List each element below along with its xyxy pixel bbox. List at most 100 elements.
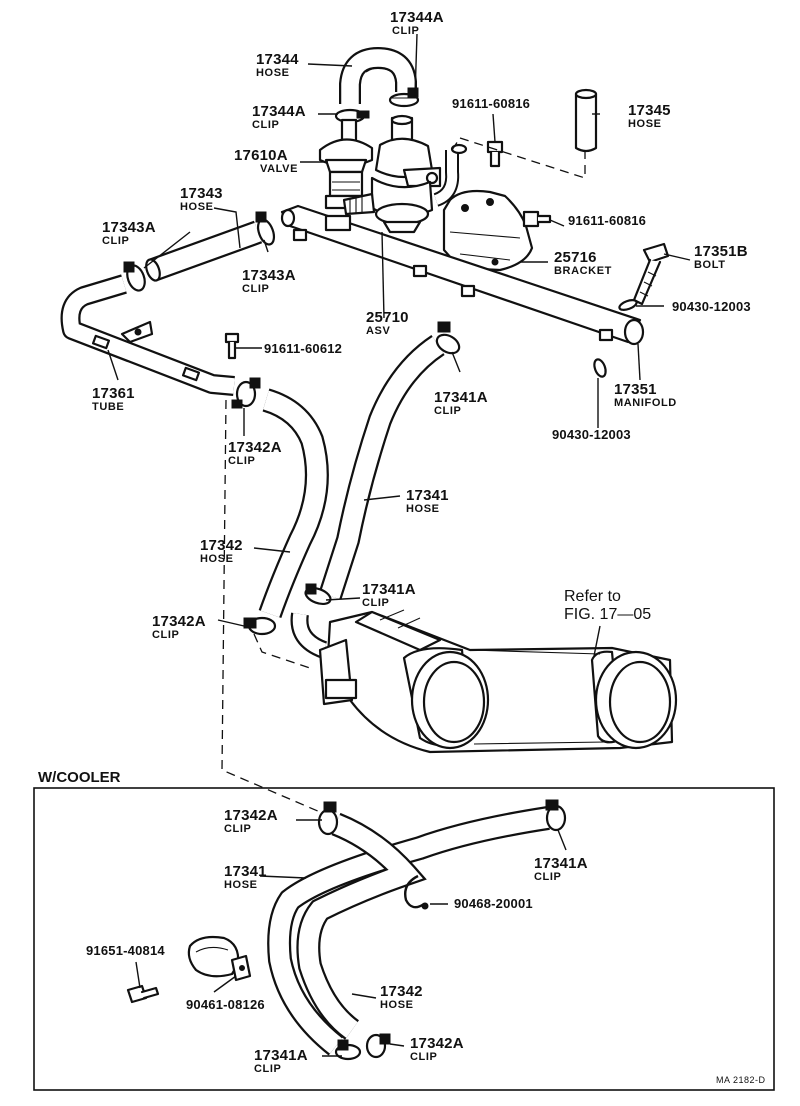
part-number: 25716 xyxy=(554,249,597,266)
part-name: HOSE xyxy=(224,879,258,891)
label-90430-12003-b: 90430-12003 xyxy=(552,428,631,441)
clip-17342A-lower xyxy=(243,616,277,636)
bracket-25716 xyxy=(442,189,534,272)
label-17361: 17361 TUBE xyxy=(92,386,135,413)
clip-17341A-upper xyxy=(435,321,461,355)
part-number: 17342A xyxy=(410,1035,464,1052)
part-number: 17341 xyxy=(406,487,449,504)
clip-17343A-right xyxy=(255,211,276,246)
bolt-91611-60816-top xyxy=(486,140,504,168)
part-name: CLIP xyxy=(242,283,270,295)
label-91611-60816-top: 91611-60816 xyxy=(452,97,530,110)
label-91611-60612: 91611-60612 xyxy=(264,342,342,355)
part-name: CLIP xyxy=(362,597,390,609)
part-number: 17342A xyxy=(224,807,278,824)
label-17342-cooler: 17342 HOSE xyxy=(380,984,423,1011)
label-90461-08126: 90461-08126 xyxy=(186,998,265,1011)
part-number: 17345 xyxy=(628,102,671,119)
part-number: 17610A xyxy=(234,147,288,164)
part-number: 17342 xyxy=(380,983,423,1000)
dashed-leader-canister xyxy=(253,633,311,669)
gasket-90430-12003-b xyxy=(593,358,607,378)
label-91651-40814: 91651-40814 xyxy=(86,944,165,957)
label-17344A-mid: 17344A CLIP xyxy=(252,104,306,131)
part-number: 91651-40814 xyxy=(86,943,165,958)
air-cleaner-canister xyxy=(290,609,678,754)
part-number: 17342A xyxy=(228,439,282,456)
part-name: HOSE xyxy=(256,67,290,79)
part-name: CLIP xyxy=(252,119,280,131)
part-number: 90468-20001 xyxy=(454,896,533,911)
label-17341A-cooler-right: 17341A CLIP xyxy=(534,856,588,883)
section-title-w-cooler: W/COOLER xyxy=(38,769,121,786)
label-17343A-left: 17343A CLIP xyxy=(102,220,156,247)
dashed-leader-17345 xyxy=(451,137,586,179)
part-number: 17361 xyxy=(92,385,135,402)
part-number: 17343A xyxy=(102,219,156,236)
label-17344A-top: 17344A CLIP xyxy=(390,10,444,37)
part-number: 25710 xyxy=(366,309,409,326)
part-number: 17341 xyxy=(224,863,267,880)
label-17343A-right: 17343A CLIP xyxy=(242,268,296,295)
part-number: 91611-60816 xyxy=(452,96,531,111)
part-number: 17342A xyxy=(152,613,206,630)
part-number: 17343 xyxy=(180,185,223,202)
part-name: MANIFOLD xyxy=(614,397,677,409)
clip-17343A-left xyxy=(123,261,146,292)
clamp-90461-08126 xyxy=(187,935,252,982)
part-name: CLIP xyxy=(434,405,462,417)
hose-17341-lower xyxy=(267,806,550,1056)
part-number: 17341A xyxy=(534,855,588,872)
part-number: 90430-12003 xyxy=(552,427,631,442)
part-name: HOSE xyxy=(628,118,662,130)
cooler-section-box xyxy=(33,787,775,1091)
part-number: 17351 xyxy=(614,381,657,398)
part-name: CLIP xyxy=(392,25,420,37)
label-25716: 25716 BRACKET xyxy=(554,250,612,277)
part-name: CLIP xyxy=(228,455,256,467)
hose-17345 xyxy=(574,88,598,153)
part-name: CLIP xyxy=(224,823,252,835)
bolt-91611-60816-side xyxy=(522,210,552,228)
part-number: 17344A xyxy=(390,9,444,26)
part-name: BRACKET xyxy=(554,265,612,277)
clip-17342A-cooler-bottom xyxy=(365,1033,391,1059)
label-91611-60816-side: 91611-60816 xyxy=(568,214,646,227)
label-17343: 17343 HOSE xyxy=(180,186,223,213)
part-number: 17351B xyxy=(694,243,748,260)
part-name: CLIP xyxy=(410,1051,438,1063)
part-name: CLIP xyxy=(534,871,562,883)
part-name: HOSE xyxy=(180,201,214,213)
label-17342-upper: 17342 HOSE xyxy=(200,538,243,565)
part-number: 90461-08126 xyxy=(186,997,265,1012)
figure-code: MA 2182-D xyxy=(716,1075,766,1085)
part-name: HOSE xyxy=(406,503,440,515)
label-17341A-lower: 17341A CLIP xyxy=(362,582,416,609)
part-number: 17344A xyxy=(252,103,306,120)
label-17345: 17345 HOSE xyxy=(628,103,671,130)
part-number: 17341A xyxy=(362,581,416,598)
hose-17342-upper xyxy=(258,388,329,618)
asv-25710 xyxy=(342,114,442,234)
label-17341-upper: 17341 HOSE xyxy=(406,488,449,515)
part-name: HOSE xyxy=(380,999,414,1011)
bolt-91611-60612 xyxy=(224,332,240,360)
part-name: ASV xyxy=(366,325,391,337)
part-number: 17342 xyxy=(200,537,243,554)
part-number: 17343A xyxy=(242,267,296,284)
refer-line-1: Refer to xyxy=(564,588,621,605)
label-17351B: 17351B BOLT xyxy=(694,244,748,271)
part-name: CLIP xyxy=(102,235,130,247)
part-name: VALVE xyxy=(260,163,299,175)
part-name: BOLT xyxy=(694,259,726,271)
label-17342A-cooler-top: 17342A CLIP xyxy=(224,808,278,835)
hose-17342-lower xyxy=(296,812,427,1040)
label-17341A-upper: 17341A CLIP xyxy=(434,390,488,417)
tube-17361 xyxy=(60,274,235,396)
part-number: 91611-60816 xyxy=(568,213,647,228)
part-name: CLIP xyxy=(152,629,180,641)
part-name: CLIP xyxy=(254,1063,282,1075)
gasket-90430-12003-a xyxy=(618,299,638,311)
label-17610A: 17610A VALVE xyxy=(234,148,298,175)
